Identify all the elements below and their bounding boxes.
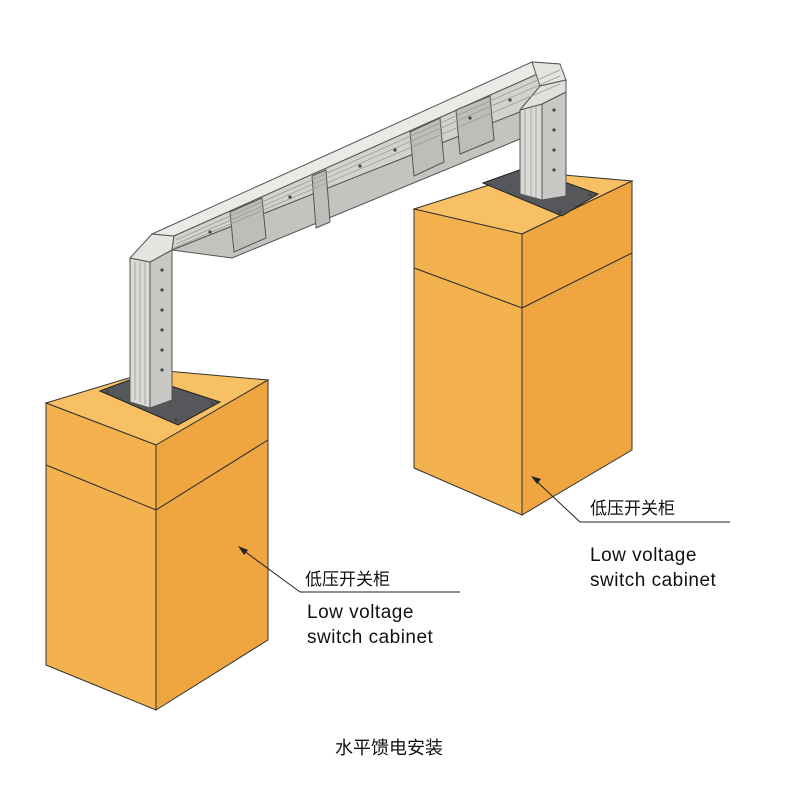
bolts xyxy=(106,98,592,422)
busway-right-joint xyxy=(519,79,567,111)
left-label-en-line1: Low voltage xyxy=(307,602,414,623)
right-callout: 低压开关柜 Low voltage switch cabinet xyxy=(531,476,730,591)
left-label-en-line2: switch cabinet xyxy=(307,627,434,648)
right-label-en-line2: switch cabinet xyxy=(590,570,717,591)
right-cabinet xyxy=(412,171,634,516)
busway-joint-4 xyxy=(455,95,495,155)
left-cabinet xyxy=(44,369,270,711)
right-label-zh: 低压开关柜 xyxy=(590,499,675,519)
left-leader-arrow xyxy=(238,546,248,555)
left-callout: 低压开关柜 Low voltage switch cabinet xyxy=(238,546,460,648)
busway-stripes xyxy=(134,69,561,404)
right-cabinet-side-lower xyxy=(521,252,633,516)
diagram-caption: 水平馈电安装 xyxy=(335,738,443,759)
busway-right-riser-side xyxy=(541,91,567,201)
left-leader-line xyxy=(239,547,301,593)
right-leader-arrow xyxy=(531,476,541,484)
right-leader-line xyxy=(532,477,581,523)
busway-joint-1 xyxy=(229,197,267,253)
busway-joint-2 xyxy=(311,169,331,229)
right-label-en-line1: Low voltage xyxy=(590,545,697,566)
left-label-zh: 低压开关柜 xyxy=(305,570,390,590)
right-cabinet-front-lower xyxy=(413,267,523,516)
left-cabinet-side-lower xyxy=(155,439,269,711)
